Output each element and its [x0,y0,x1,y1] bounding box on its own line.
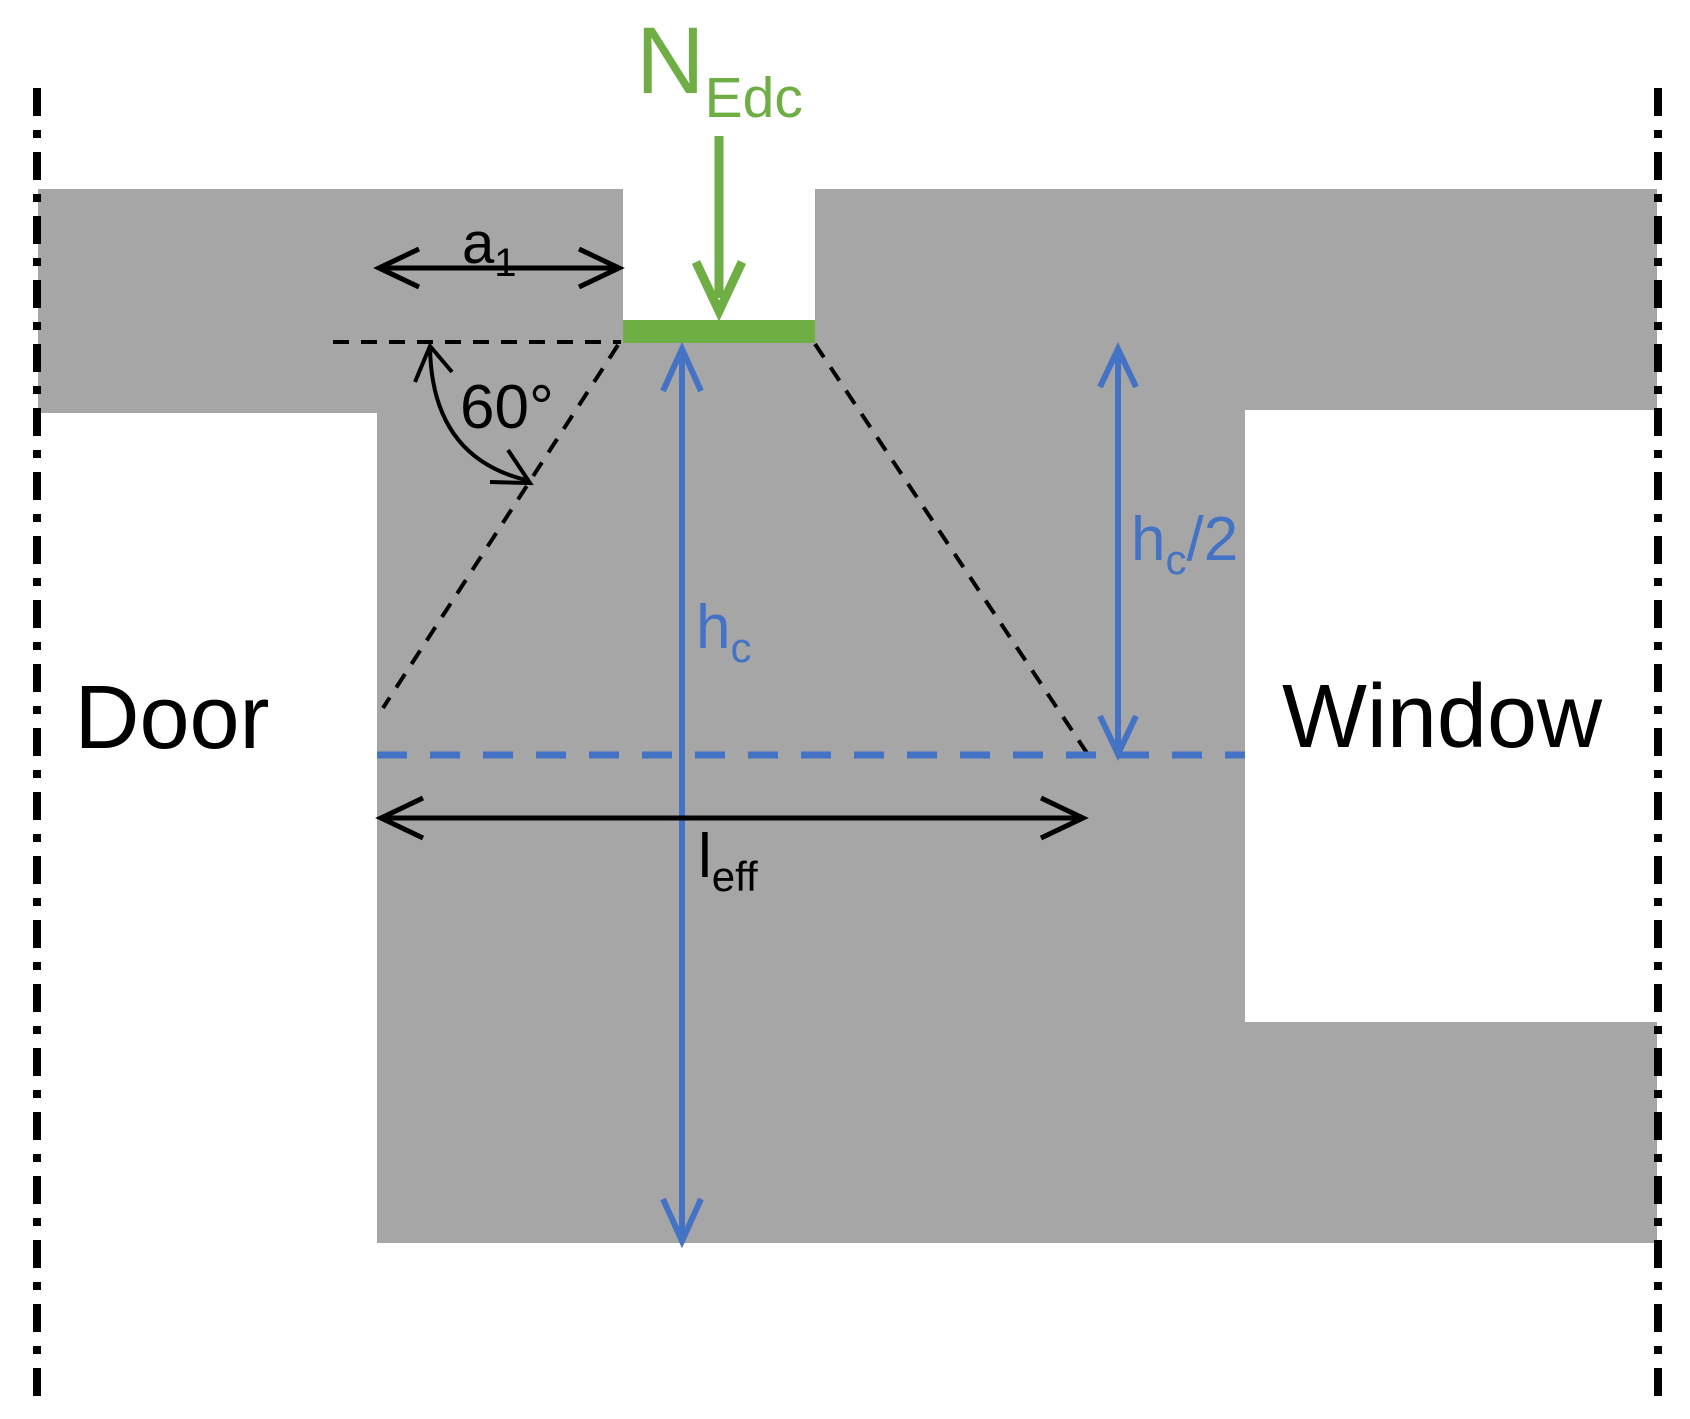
door-label: Door [74,668,269,768]
hc-arrowhead-top [660,341,704,393]
angle-arc-arrowhead-bottom [489,448,534,486]
angle-arc-arrowhead-top [413,342,454,383]
hc-half-label: hc/2 [1131,505,1238,583]
a1-label: a1 [462,211,517,285]
hc-half-dimension-arrow [1097,341,1139,762]
window-label: Window [1282,667,1603,767]
angle-label: 60° [460,373,554,442]
load-arrow [691,136,747,322]
hc-arrowhead-bottom [660,1197,704,1249]
hc-label: hc [696,593,751,671]
angle-arc [428,347,527,482]
hc-half-arrowhead-top [1097,341,1139,389]
leff-label: leff [698,822,758,900]
a1-arrowhead-left [373,246,421,290]
bearing-plate [623,320,815,343]
angle-arc-arrow [413,342,534,486]
hc-dimension-arrow [660,341,704,1249]
door-opening [38,413,377,1243]
a1-dimension-arrow [373,246,625,290]
leff-arrowhead-left [375,795,425,841]
load-label: NEdc [636,8,803,130]
leff-arrowhead-right [1039,795,1089,841]
hc-half-arrowhead-bottom [1097,714,1139,762]
window-opening [1245,410,1657,1022]
a1-arrowhead-right [577,246,625,290]
leff-dimension-arrow [375,795,1089,841]
load-arrowhead [691,260,747,322]
